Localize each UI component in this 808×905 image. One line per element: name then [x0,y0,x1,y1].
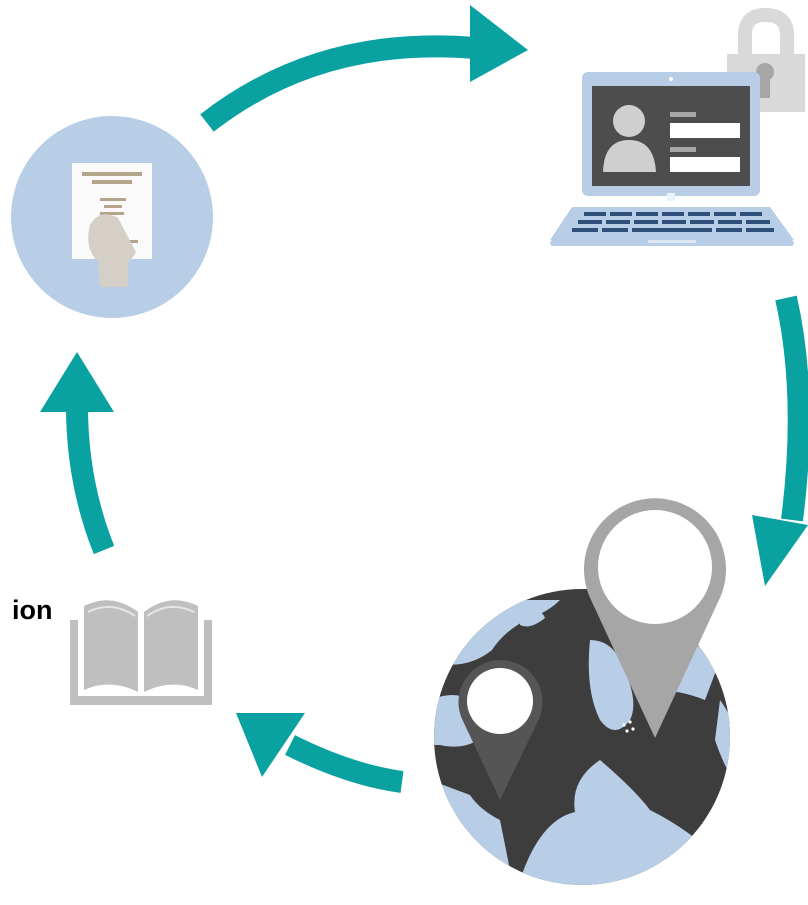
hand-holding-document-icon [11,116,213,318]
laptop-profile-icon [550,72,794,246]
map-pin-icon-large [584,498,726,738]
arrow-laptop-to-globe [752,295,808,586]
arrow-globe-to-book [236,713,404,793]
book-label: ion [12,595,53,625]
map-pin-icon-small [458,660,543,800]
open-book-icon [70,600,212,705]
arrow-book-to-document [40,352,115,555]
arrow-document-to-laptop [200,5,528,132]
